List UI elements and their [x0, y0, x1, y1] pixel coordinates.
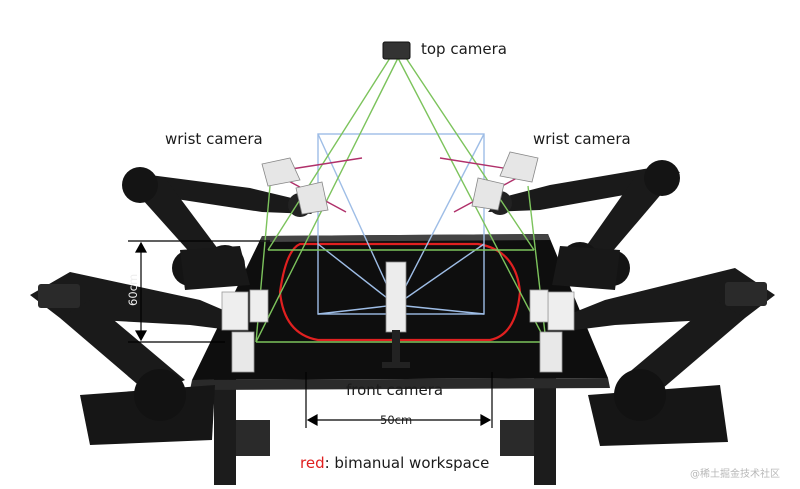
- dimension-horizontal-label: 50cm: [380, 413, 413, 427]
- robot-arm-icon: [552, 246, 775, 446]
- top-camera-label: top camera: [421, 40, 507, 58]
- watermark: @稀土掘金技术社区: [690, 469, 780, 480]
- legend-text: : bimanual workspace: [324, 454, 490, 472]
- camera-icon: [382, 41, 411, 60]
- front-camera-label: front camera: [346, 381, 444, 399]
- wrist-camera-label-left: wrist camera: [165, 130, 263, 148]
- legend: red: bimanual workspace: [300, 454, 489, 472]
- gripper-icon: [529, 289, 575, 373]
- gripper-icon: [221, 289, 269, 373]
- dimension-horizontal: [305, 372, 493, 428]
- legend-key: red: [300, 454, 325, 472]
- table-legs: [214, 360, 556, 485]
- robot-arm-icon: [30, 246, 250, 445]
- gripper-icon: [261, 157, 329, 215]
- front-camera-icon: [382, 261, 410, 368]
- gripper-icon: [471, 151, 539, 211]
- bimanual-workspace-outline: [278, 242, 522, 342]
- dimension-vertical: [128, 240, 270, 343]
- dimension-vertical-label: 60cm: [126, 273, 140, 306]
- wrist-camera-label-right: wrist camera: [533, 130, 631, 148]
